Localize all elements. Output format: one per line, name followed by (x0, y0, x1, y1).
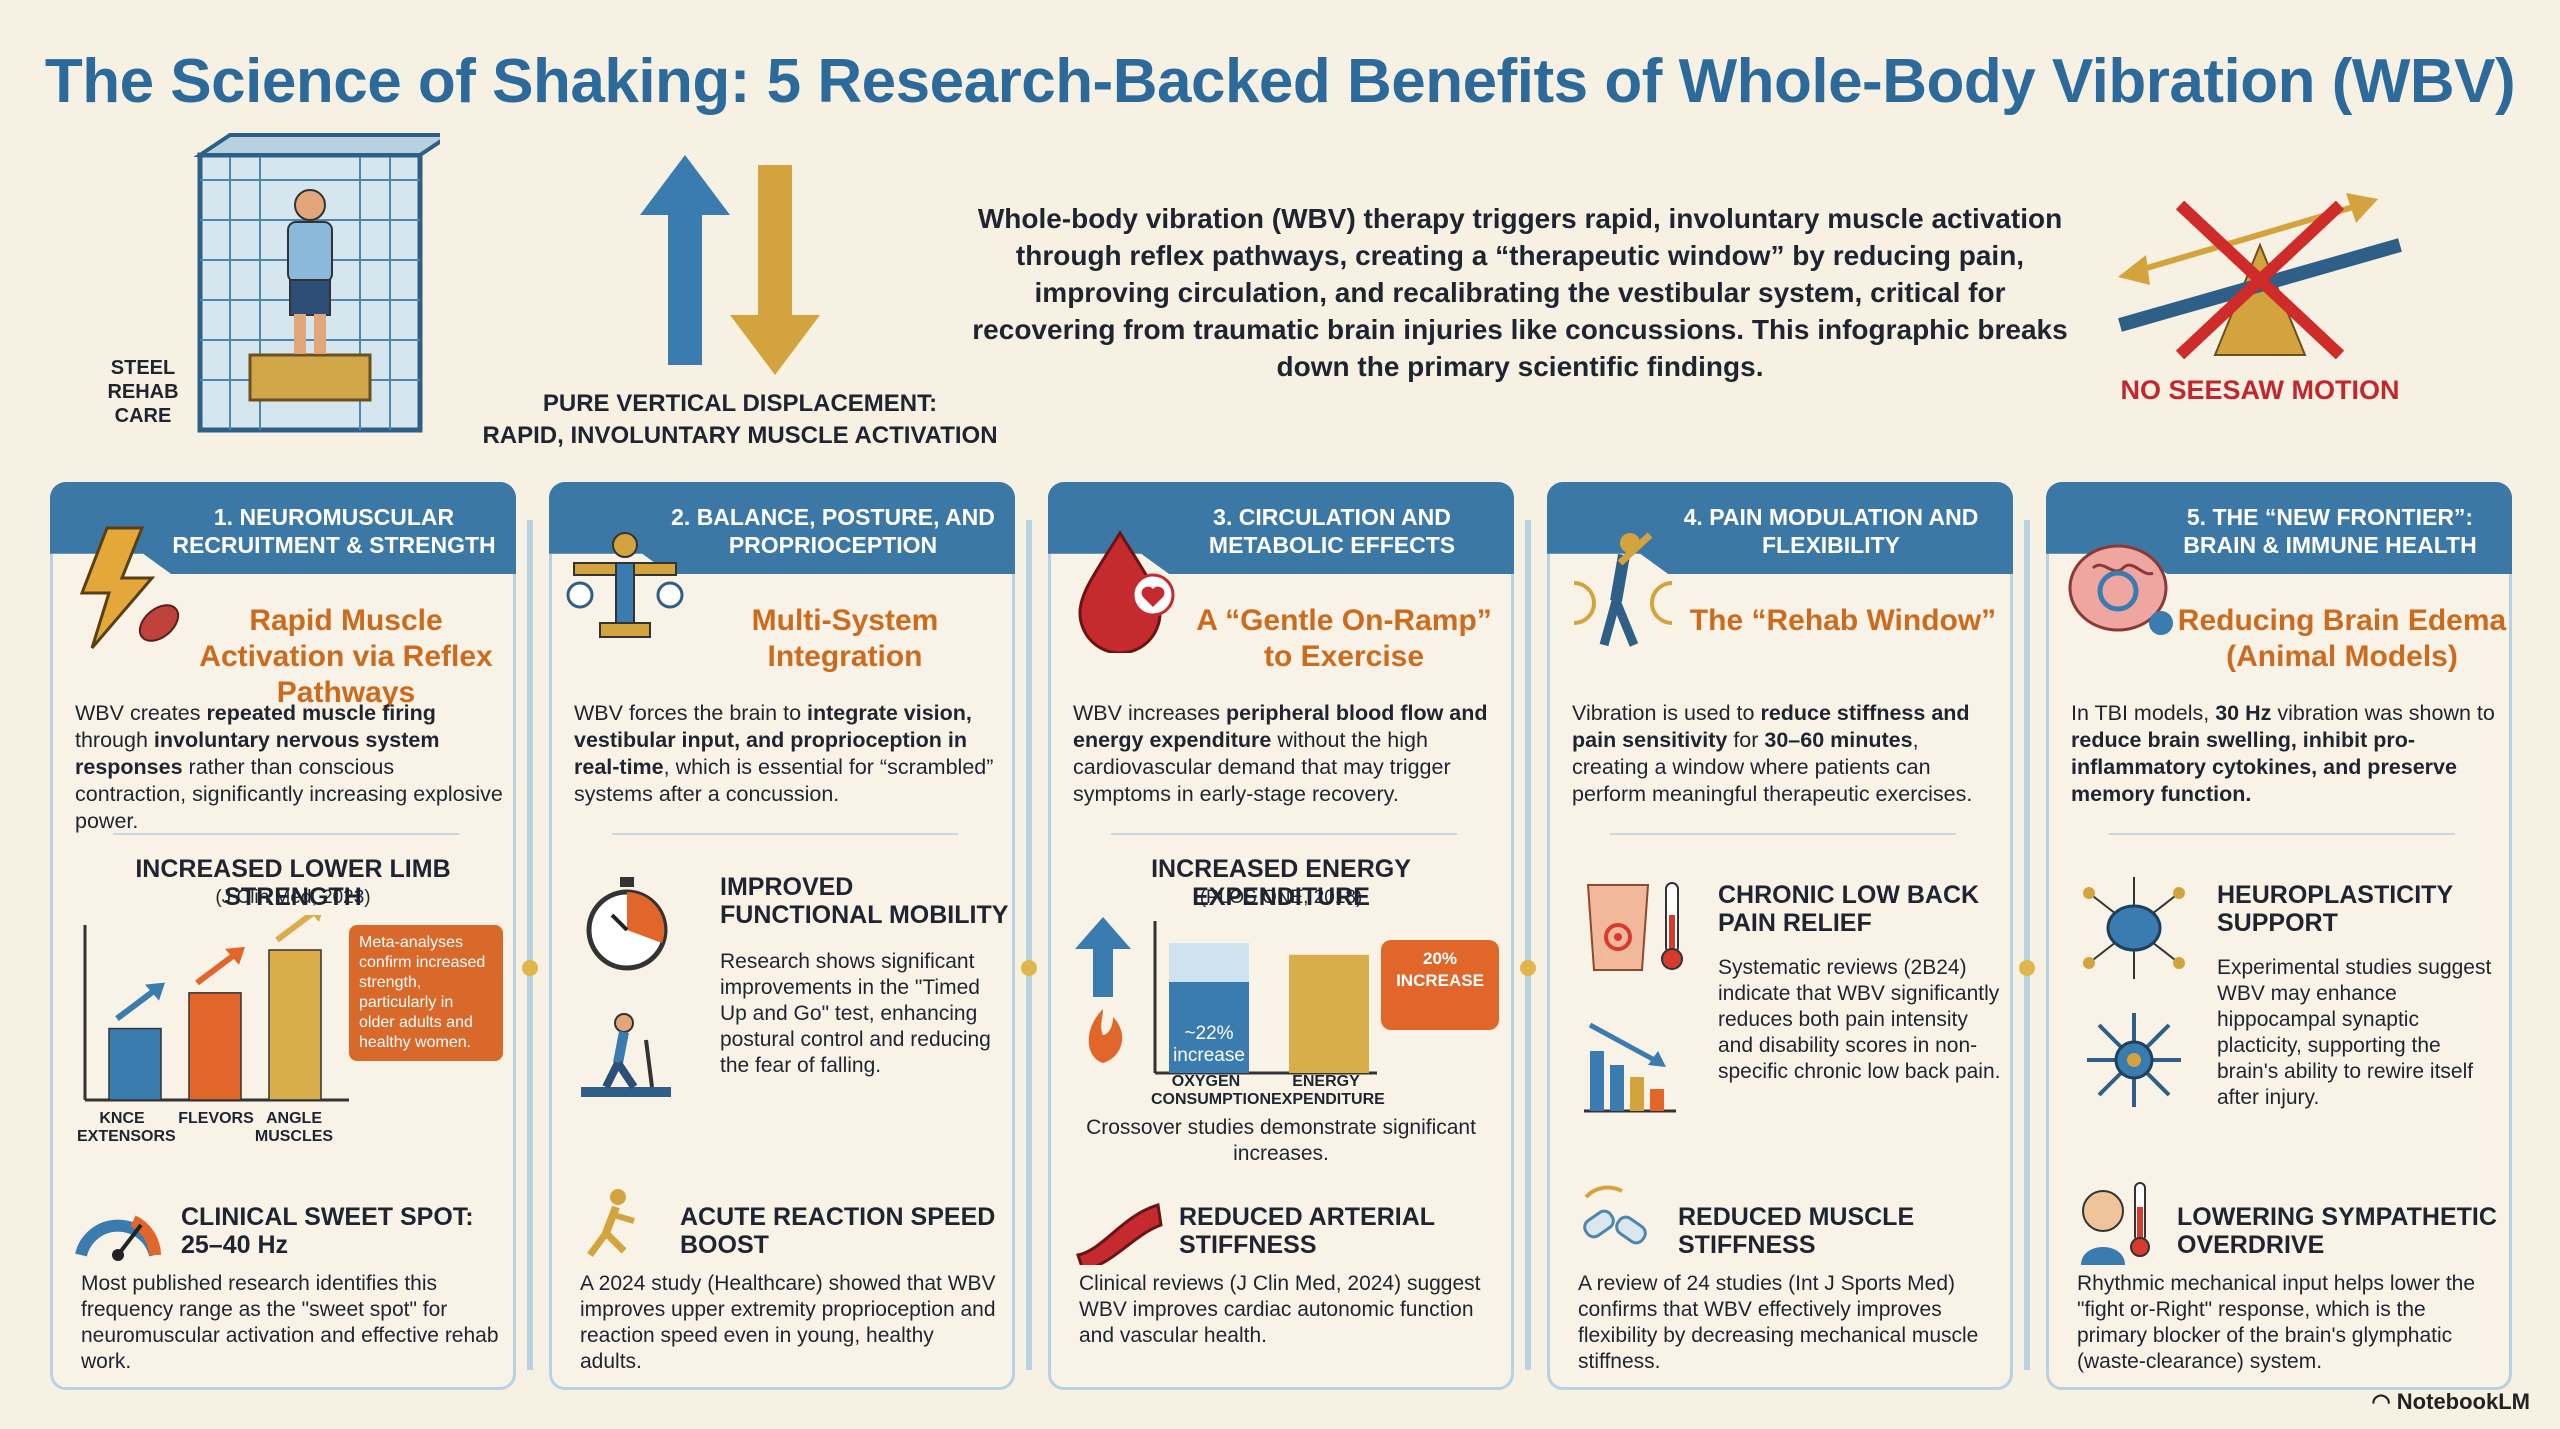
vertical-displacement-label: PURE VERTICAL DISPLACEMENT: RAPID, INVOL… (482, 390, 998, 449)
section-title: CHRONIC LOW BACK PAIN RELIEF (1718, 881, 1980, 937)
section-text: A review of 24 studies (Int J Sports Med… (1578, 1272, 1979, 1373)
panel-description: In TBI models, 30 Hz vibration was shown… (2071, 701, 2495, 806)
no-seesaw-icon (2118, 193, 2402, 360)
bar (1169, 982, 1249, 1073)
divider (2109, 833, 2455, 835)
notebooklm-logo-icon: ◠ (2371, 1389, 2397, 1414)
section-text: Clinical reviews (J Clin Med, 2024) sugg… (1079, 1272, 1481, 1347)
neuron-icon (2087, 1013, 2181, 1107)
section-text: Research shows significant improvements … (720, 950, 991, 1077)
panel-description: WBV increases peripheral blood flow and … (1073, 701, 1488, 806)
cage-label: STEEL REHAB CARE (107, 357, 179, 427)
artery-icon (1076, 1203, 1163, 1265)
up-arrow-flame-icon (1075, 917, 1131, 1063)
x-tick-label: FLEVORS (178, 1110, 254, 1127)
stretching-figure-icon (1573, 532, 1673, 647)
chart-title: INCREASED LOWER LIMB STRENGTH (135, 855, 451, 911)
x-tick-label: OXYGEN CONSUMPTION (1151, 1073, 1271, 1108)
lightning-muscle-icon (79, 526, 180, 649)
section-title: ACUTE REACTION SPEED BOOST (680, 1203, 996, 1259)
divider (612, 833, 958, 835)
section-title: HEUROPLASTICITY SUPPORT (2217, 881, 2453, 937)
walker-icon (581, 1013, 671, 1097)
no-seesaw-label: NO SEESAW MOTION (2120, 375, 2400, 405)
panel-subtitle: Multi-System Integration (751, 604, 939, 673)
panel-header-text: 4. PAIN MODULATION AND FLEXIBILITY (1683, 504, 1979, 558)
panel-header-text: 3. CIRCULATION AND METABOLIC EFFECTS (1208, 504, 1456, 558)
chart-citation: (PLOS ONE, 2018) (1199, 887, 1363, 908)
panel-connector (522, 520, 538, 1370)
x-tick-label: KNCE EXTENSORS (77, 1110, 176, 1145)
panel-description: WBV forces the brain to integrate vision… (574, 701, 994, 806)
joint-icon (1583, 1185, 1647, 1245)
section-title: LOWERING SYMPATHETIC OVERDRIVE (2177, 1203, 2497, 1259)
section-text: Systematic reviews (2B24) indicate that … (1718, 956, 2001, 1083)
panel-neuromuscular: 1. NEUROMUSCULAR RECRUITMENT & STRENGTH … (50, 482, 516, 1390)
panel-subtitle: Reducing Brain Edema (Animal Models) (2177, 604, 2507, 673)
panel-header-text: 2. BALANCE, POSTURE, AND PROPRIOCEPTION (671, 504, 995, 558)
bar-label: ~22% increase (1173, 1023, 1245, 1066)
strength-bar-chart (83, 915, 349, 1102)
chart-caption: Crossover studies demonstrate significan… (1086, 1116, 1476, 1165)
balance-figure-icon (566, 532, 684, 638)
trend-arrow (195, 950, 239, 986)
section-text: Rhythmic mechanical input helps lower th… (2077, 1272, 2476, 1373)
notebooklm-brand: ◠ NotebookLM (2371, 1389, 2530, 1414)
trend-arrow-head (225, 946, 245, 965)
section-title: REDUCED ARTERIAL STIFFNESS (1179, 1203, 1435, 1259)
rehab-cage-illustration (193, 133, 440, 433)
panel-connector (1021, 520, 1037, 1370)
panel-description: WBV creates repeated muscle firing throu… (75, 701, 503, 833)
section-title: IMPROVED FUNCTIONAL MOBILITY (720, 873, 1009, 929)
bar (1289, 954, 1369, 1073)
bar (108, 1027, 162, 1101)
panel-subtitle: Rapid Muscle Activation via Reflex Pathw… (199, 604, 493, 709)
panel-circulation: 3. CIRCULATION AND METABOLIC EFFECTS A “… (1048, 482, 1514, 1390)
energy-bar-chart (1153, 921, 1377, 1075)
panel-connector (1520, 520, 1536, 1370)
bar (188, 992, 242, 1101)
panel-header-text: 1. NEUROMUSCULAR RECRUITMENT & STRENGTH (172, 504, 496, 558)
panel-description: Vibration is used to reduce stiffness an… (1572, 701, 1973, 806)
trend-arrow (115, 986, 159, 1021)
stopwatch-icon (586, 877, 668, 971)
panel-brain: 5. THE “NEW FRONTIER”: BRAIN & IMMUNE HE… (2046, 482, 2512, 1390)
strength-callout: Meta-analyses confirm increased strength… (349, 925, 503, 1061)
person-thermometer-icon (2081, 1182, 2150, 1265)
trend-arrow (275, 915, 316, 943)
page-title: The Science of Shaking: 5 Research-Backe… (44, 47, 2516, 116)
back-pain-thermometer-icon (1586, 882, 1683, 971)
x-tick-label: ANGLE MUSCLES (254, 1110, 334, 1145)
section-title: CLINICAL SWEET SPOT: 25–40 Hz (181, 1203, 474, 1259)
chart-title: INCREASED ENERGY EXPENDITURE (1151, 855, 1411, 911)
panel-pain: 4. PAIN MODULATION AND FLEXIBILITY The “… (1547, 482, 2013, 1390)
panel-subtitle: A “Gentle On-Ramp” to Exercise (1196, 604, 1492, 673)
divider (1111, 833, 1457, 835)
trend-arrow-head (145, 982, 165, 1001)
section-text: Most published research identifies this … (81, 1272, 499, 1373)
section-title: REDUCED MUSCLE STIFFNESS (1678, 1203, 1915, 1259)
panel-subtitle: The “Rehab Window” (1689, 604, 1997, 637)
chart-citation: (J Clin Med, 2023) (215, 887, 371, 908)
blood-drop-heart-icon (1078, 530, 1175, 653)
panel-header-text: 5. THE “NEW FRONTIER”: BRAIN & IMMUNE HE… (2183, 504, 2477, 558)
trend-arrow-head (312, 915, 322, 922)
neural-brain-icon (2083, 877, 2185, 979)
energy-callout: 20% INCREASE (1381, 940, 1499, 1030)
panel-balance: 2. BALANCE, POSTURE, AND PROPRIOCEPTION … (549, 482, 1015, 1390)
declining-bars-icon (1584, 1022, 1676, 1113)
running-figure-icon (587, 1189, 635, 1258)
x-tick-label: ENERGY EXPENDITURE (1271, 1073, 1385, 1108)
gauge-icon (75, 1215, 161, 1261)
bar (268, 949, 322, 1101)
section-text: A 2024 study (Healthcare) showed that WB… (580, 1272, 996, 1373)
vertical-arrows-icon (640, 155, 820, 375)
panel-connector (2019, 520, 2035, 1370)
divider (1610, 833, 1956, 835)
intro-text: Whole-body vibration (WBV) therapy trigg… (972, 203, 2068, 382)
section-text: Experimental studies suggest WBV may enh… (2217, 956, 2492, 1109)
divider (113, 833, 459, 835)
brain-icon (2068, 544, 2173, 635)
